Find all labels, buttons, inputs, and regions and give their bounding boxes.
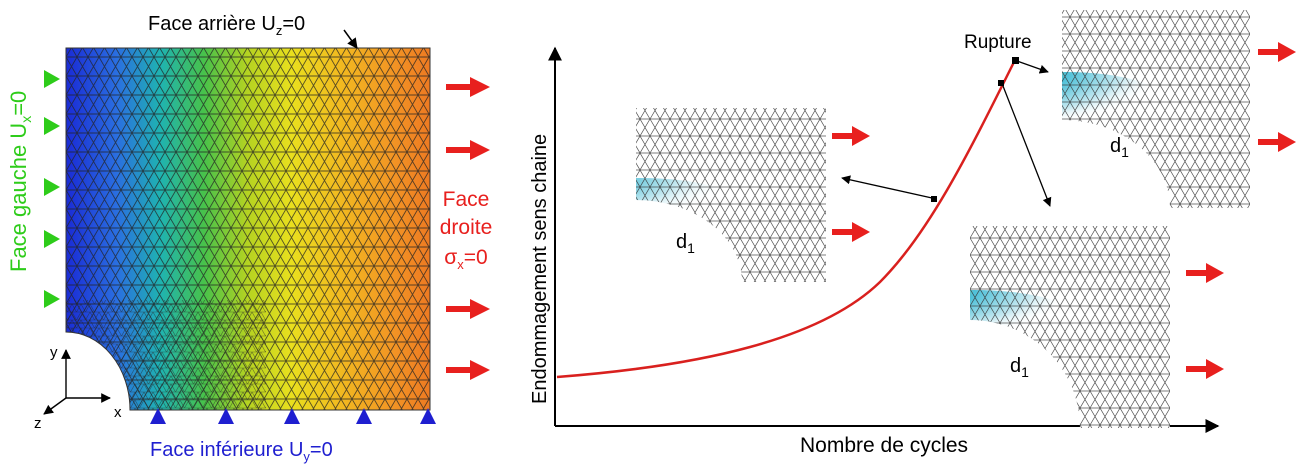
curve-marker-late [998,80,1004,86]
red-load-arrow [446,140,490,160]
green-support-triangle [44,178,60,196]
green-support-triangle [44,117,60,135]
graph-xlabel: Nombre de cycles [800,434,968,457]
red-load-arrow [832,126,870,146]
connector-arrow-to-inset-1 [841,175,933,199]
bottom-face-supports [150,408,436,424]
red-load-arrow [446,360,490,380]
red-load-arrow [446,77,490,97]
damage-inset-early: d1 [636,108,870,282]
rupture-label: Rupture [964,32,1032,53]
blue-support-triangle [356,408,372,424]
curve-marker-rupture [1012,57,1019,64]
blue-support-triangle [284,408,300,424]
svg-text:droite: droite [440,216,493,239]
coordinate-triad [43,349,111,415]
blue-support-triangle [420,408,436,424]
green-support-triangle [44,70,60,88]
red-load-arrow [446,299,490,319]
left-face-label: Face gauche Ux=0 [6,91,34,272]
axis-y-label: y [50,344,58,361]
axis-x-label: x [114,404,122,421]
svg-text:Face inférieure Uy=0: Face inférieure Uy=0 [150,439,333,464]
bottom-face-label: Face inférieure Uy=0 [150,439,333,464]
blue-support-triangle [150,408,166,424]
back-face-pointer-arrow [343,29,358,49]
red-load-arrow [832,222,870,242]
curve-marker-mid [931,196,937,202]
graph-ylabel: Endommagement sens chaine [529,134,551,404]
red-load-arrow [1258,132,1296,152]
svg-text:d1: d1 [1110,135,1129,160]
connector-arrow-to-inset-2 [1016,60,1049,74]
svg-text:Face: Face [443,188,490,211]
svg-text:Face gauche Ux=0: Face gauche Ux=0 [6,91,34,272]
connector-arrow-to-inset-3 [1002,85,1052,207]
left-face-supports [44,70,60,308]
green-support-triangle [44,230,60,248]
fe-mesh-plate [65,47,431,411]
svg-text:d1: d1 [676,231,695,256]
red-load-arrow [1186,359,1224,379]
svg-text:Face arrière Uz=0: Face arrière Uz=0 [148,13,305,38]
damage-inset-late: d1 [970,226,1224,428]
right-face-load-arrows [446,77,490,380]
back-face-label: Face arrière Uz=0 [148,13,358,49]
axis-z-label: z [34,415,42,432]
right-face-label: Face droite σx=0 [440,188,493,272]
red-load-arrow [1186,263,1224,283]
blue-support-triangle [218,408,234,424]
red-load-arrow [1258,42,1296,62]
svg-text:σx=0: σx=0 [444,246,487,272]
inset-connectors [841,60,1052,207]
green-support-triangle [44,290,60,308]
svg-text:d1: d1 [1010,355,1029,380]
damage-curve [556,59,1017,379]
